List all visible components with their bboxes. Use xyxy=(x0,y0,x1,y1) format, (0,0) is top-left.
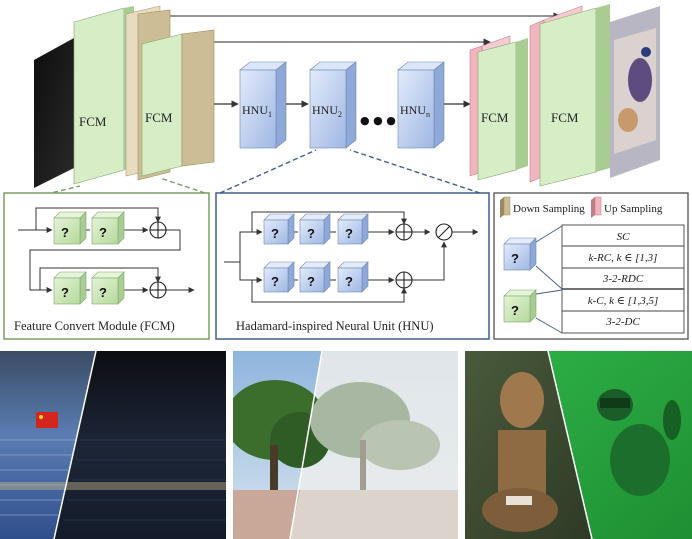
hnu-cube-2-q: ? xyxy=(307,226,315,241)
legend-blue-cube-q: ? xyxy=(511,251,519,266)
fcm-add-node-1 xyxy=(149,221,167,239)
hnu-block-2: HNU2 xyxy=(309,61,357,149)
hnu-panel-caption: Hadamard-inspired Neural Unit (HNU) xyxy=(236,319,434,333)
legend-row-sc: SC xyxy=(617,231,631,243)
legend-row-k-c: k-C, k ∈ [1,3,5] xyxy=(588,295,658,307)
fcm-cube-2-q: ? xyxy=(99,225,107,240)
hnu-cube-5: ? xyxy=(299,261,331,293)
fcm-label-1: FCM xyxy=(79,114,107,129)
decoder-block-2: FCM xyxy=(529,4,610,187)
hnu-panel: ? ? ? ? ? xyxy=(215,192,490,340)
hnu-connections xyxy=(224,211,479,303)
legend-green-link-top xyxy=(535,289,563,295)
fcm-label-4: FCM xyxy=(551,110,579,125)
fcm-row-2 xyxy=(39,267,195,293)
hnu-cube-2: ? xyxy=(299,213,331,245)
legend-green-cube: ? xyxy=(503,289,537,323)
hnu-block-1: HNU1 xyxy=(239,61,287,149)
fcm-cube-4: ? xyxy=(91,271,125,305)
legend-up-sampling: Up Sampling xyxy=(591,196,663,218)
legend-panel: Down Sampling Up Sampling SC k-RC, k ∈ [… xyxy=(493,192,689,340)
dashed-guide-hnu-right xyxy=(349,149,481,194)
example-photo-haze xyxy=(233,351,458,539)
dashed-guide-fcm-right xyxy=(159,177,206,194)
hnu-cube-1: ? xyxy=(263,213,295,245)
legend-green-link-bottom xyxy=(535,317,563,334)
fcm-label-2: FCM xyxy=(145,110,173,125)
example-photo-underwater xyxy=(465,351,692,539)
legend-green-cube-q: ? xyxy=(511,303,519,318)
fcm-cube-3-q: ? xyxy=(61,285,69,300)
legend-blue-link-bottom xyxy=(535,265,563,290)
hnu-cube-6: ? xyxy=(337,261,369,293)
hnu2-label: HNU2 xyxy=(312,103,342,119)
legend-blue-link-top xyxy=(535,225,563,243)
fcm-cube-1-q: ? xyxy=(61,225,69,240)
legend-table xyxy=(561,224,685,334)
hnu-cube-4-q: ? xyxy=(271,274,279,289)
hnu-add-node-1 xyxy=(395,223,413,241)
hnu-cube-6-q: ? xyxy=(345,274,353,289)
legend-row-3-2-rdc: 3-2-RDC xyxy=(602,273,644,285)
hnun-label: HNUn xyxy=(400,103,430,119)
fcm-add-node-2 xyxy=(149,281,167,299)
hnu-cube-3-q: ? xyxy=(345,226,353,241)
legend-down-sampling: Down Sampling xyxy=(500,196,585,218)
hnu-divide-node xyxy=(435,223,453,241)
fcm-panel-caption: Feature Convert Module (FCM) xyxy=(14,319,175,333)
legend-blue-cube: ? xyxy=(503,237,537,271)
legend-row-3-2-dc: 3-2-DC xyxy=(605,316,640,328)
hnu-cube-4: ? xyxy=(263,261,295,293)
decoder-block-1: FCM xyxy=(469,35,528,181)
legend-row-k-rc: k-RC, k ∈ [1,3] xyxy=(589,252,658,264)
hnu-add-node-2 xyxy=(395,271,413,289)
ellipsis-dots: ● ● ● xyxy=(360,114,396,127)
input-image-dark xyxy=(34,38,74,188)
hnu-cube-3: ? xyxy=(337,213,369,245)
dashed-guide-hnu-left xyxy=(219,149,317,194)
legend-down-label: Down Sampling xyxy=(513,203,585,215)
fcm-block-2: FCM xyxy=(141,29,215,177)
fcm-panel: ? ? ? ? Fea xyxy=(3,192,210,340)
fcm-label-3: FCM xyxy=(481,110,509,125)
hnu1-label: HNU1 xyxy=(242,103,272,119)
example-photo-lowlight xyxy=(0,351,226,539)
fcm-cube-4-q: ? xyxy=(99,285,107,300)
fcm-cube-1: ? xyxy=(53,211,87,245)
hnu-cube-1-q: ? xyxy=(271,226,279,241)
output-image xyxy=(610,6,660,178)
legend-up-label: Up Sampling xyxy=(604,203,663,215)
hnu-block-n: HNUn xyxy=(397,61,445,149)
fcm-cube-2: ? xyxy=(91,211,125,245)
hnu-cube-5-q: ? xyxy=(307,274,315,289)
fcm-cube-3: ? xyxy=(53,271,87,305)
